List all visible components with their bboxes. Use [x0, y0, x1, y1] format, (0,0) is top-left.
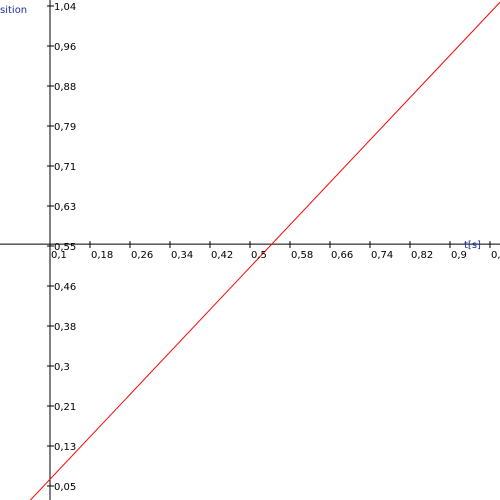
x-tick-label: 0,18 — [91, 250, 113, 261]
y-tick-label: 0,79 — [54, 122, 76, 133]
y-tick-label: 0,46 — [54, 282, 76, 293]
y-tick-label: 0,63 — [54, 202, 76, 213]
x-tick-label: 0,1 — [51, 250, 67, 261]
x-tick-label: 0,34 — [171, 250, 193, 261]
y-tick-label: 0,05 — [54, 482, 76, 493]
data-series — [29, 1, 500, 500]
tick-labels: 0,1 0,18 0,26 0,34 0,42 0,5 0,58 0,66 0,74 0,82 0,… — [51, 2, 500, 493]
y-tick-label: 0,3 — [54, 362, 70, 373]
x-axis-title: t[s] — [464, 240, 481, 251]
y-tick-label: 0,71 — [54, 162, 76, 173]
y-tick-label: 0,55 — [54, 242, 76, 253]
series-line — [29, 1, 500, 500]
x-tick-label: 0,42 — [211, 250, 233, 261]
y-tick-label: 0,13 — [54, 442, 76, 453]
x-tick-label: 0,82 — [411, 250, 433, 261]
x-tick-label: 0,9 — [451, 250, 467, 261]
y-axis-title: sition — [0, 5, 27, 16]
x-tick-label: 0,58 — [291, 250, 313, 261]
y-tick-label: 1,04 — [54, 2, 76, 13]
y-tick-label: 0,38 — [54, 322, 76, 333]
y-tick-label: 0,21 — [54, 402, 76, 413]
y-tick-label: 0,88 — [54, 82, 76, 93]
x-tick-label: 0,9 — [491, 250, 500, 261]
x-tick-label: 0,66 — [331, 250, 353, 261]
x-tick-label: 0,74 — [371, 250, 393, 261]
x-tick-label: 0,5 — [251, 250, 267, 261]
x-tick-label: 0,26 — [131, 250, 153, 261]
y-tick-label: 0,96 — [54, 42, 76, 53]
